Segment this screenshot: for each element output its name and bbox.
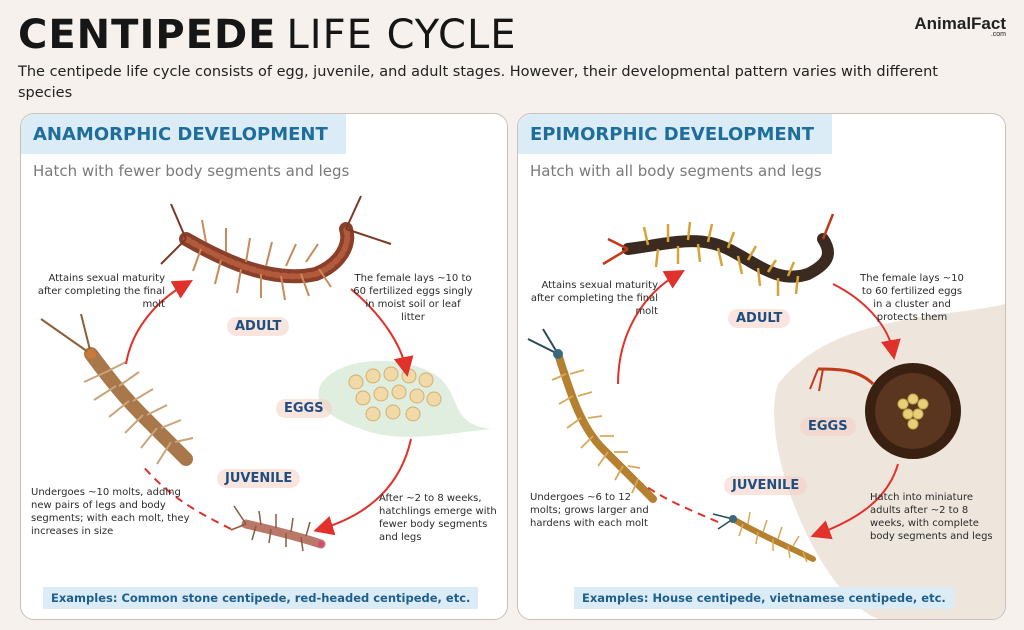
note-laying: The female lays ~10 to 60 fertilized egg…	[353, 273, 473, 323]
anamorphic-heading: ANAMORPHIC DEVELOPMENT	[21, 114, 346, 154]
title-light: LIFE CYCLE	[286, 12, 517, 58]
note-maturity: Attains sexual maturity after completing…	[530, 280, 658, 317]
molting-centipede-image	[40, 313, 194, 466]
juvenile-centipede-image	[230, 505, 326, 552]
arrow-molting-to-adult	[125, 280, 193, 365]
note-hatching: Hatch into miniature adults after ~2 to …	[870, 492, 993, 542]
stage-juvenile-label: JUVENILE	[217, 469, 301, 488]
epimorphic-diagram	[527, 213, 1005, 619]
stage-juvenile-label: JUVENILE	[724, 476, 808, 495]
anamorphic-subheading: Hatch with fewer body segments and legs	[33, 162, 350, 180]
stage-eggs-label: EGGS	[800, 417, 856, 436]
epimorphic-heading: EPIMORPHIC DEVELOPMENT	[518, 114, 833, 154]
epimorphic-examples: Examples: House centipede, vietnamese ce…	[574, 587, 954, 609]
note-molting: Undergoes ~10 molts, adding new pairs of…	[31, 487, 190, 537]
anamorphic-panel: ANAMORPHIC DEVELOPMENT Hatch with fewer …	[20, 113, 508, 620]
egg-shadow-bg	[774, 304, 1005, 619]
note-hatching: After ~2 to 8 weeks, hatchlings emerge w…	[379, 493, 497, 543]
brooding-female-image	[809, 363, 961, 459]
molting-centipede-image	[527, 328, 657, 503]
arrow-adult-to-eggs	[832, 283, 901, 360]
juvenile-centipede-image	[712, 511, 816, 563]
adult-centipede-image	[160, 195, 392, 301]
arrow-juvenile-to-molting	[642, 483, 719, 523]
arrow-molting-to-adult	[617, 270, 685, 385]
stage-adult-label: ADULT	[227, 317, 290, 336]
stage-eggs-label: EGGS	[276, 399, 332, 418]
epimorphic-panel: EPIMORPHIC DEVELOPMENT Hatch with all bo…	[517, 113, 1006, 620]
logo-text: AnimalFact	[914, 14, 1006, 33]
egg-cluster-image	[318, 360, 491, 437]
epimorphic-subheading: Hatch with all body segments and legs	[530, 162, 822, 180]
anamorphic-diagram	[40, 195, 491, 552]
arrow-adult-to-eggs	[350, 288, 414, 377]
arrow-eggs-to-juvenile	[810, 463, 899, 540]
arrow-eggs-to-juvenile	[313, 438, 412, 536]
note-maturity: Attains sexual maturity after completing…	[37, 273, 165, 310]
note-laying: The female lays ~10 to 60 fertilized egg…	[860, 273, 964, 323]
stage-adult-label: ADULT	[728, 309, 791, 328]
intro-text: The centipede life cycle consists of egg…	[18, 64, 938, 101]
adult-centipede-image	[602, 213, 835, 296]
logo-sub: .com	[990, 31, 1006, 38]
anamorphic-examples: Examples: Common stone centipede, red-he…	[43, 587, 479, 609]
title-bold: CENTIPEDE	[18, 12, 277, 58]
brand-logo[interactable]: AnimalFact .com	[914, 14, 1006, 38]
note-molting: Undergoes ~6 to 12 molts; grows larger a…	[530, 492, 649, 529]
